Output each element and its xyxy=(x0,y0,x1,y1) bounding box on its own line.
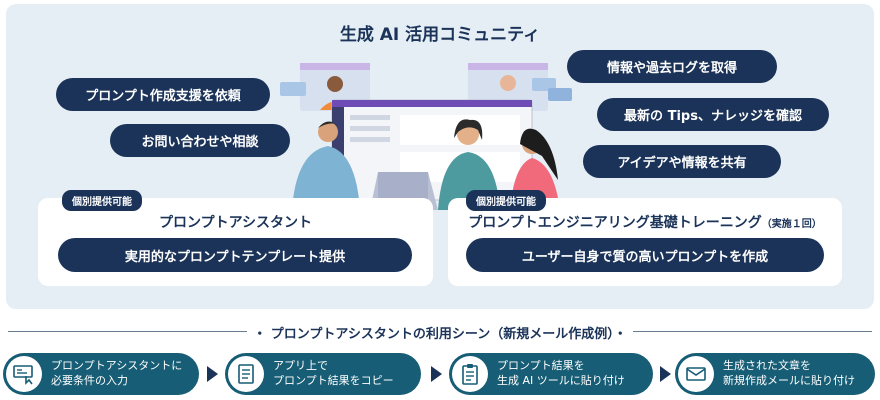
bubble-prompt-support: プロンプト作成支援を依頼 xyxy=(56,78,270,111)
usage-scene-title-text: ・ プロンプトアシスタントの利用シーン（新規メール作成例）・ xyxy=(247,327,633,342)
flow-arrow-icon xyxy=(431,366,442,382)
usage-scene-title: ・ プロンプトアシスタントの利用シーン（新規メール作成例）・ xyxy=(0,323,880,342)
flow-step-text: プロンプト結果を 生成 AI ツールに貼り付け xyxy=(497,359,625,387)
clipboard-paste-icon xyxy=(452,356,488,392)
flow-divider-right xyxy=(626,331,872,332)
document-copy-icon xyxy=(228,356,264,392)
prompt-training-card: プロンプトエンジニアリング基礎トレーニング（実施１回） ユーザー自身で質の高いプ… xyxy=(448,198,842,286)
flow-step-text: プロンプトアシスタントに 必要条件の入力 xyxy=(51,359,183,387)
prompt-training-title-text: プロンプトエンジニアリング基礎トレーニング xyxy=(468,215,762,231)
flow-step-paste-to-ai: プロンプト結果を 生成 AI ツールに貼り付け xyxy=(449,353,653,395)
bubble-get-logs: 情報や過去ログを取得 xyxy=(567,50,777,83)
form-input-icon xyxy=(6,356,42,392)
flow-step-paste-to-mail: 生成された文章を 新規作成メールに貼り付け xyxy=(675,353,875,395)
flow-arrow-icon xyxy=(207,366,218,382)
flow-step-copy-result: アプリ上で プロンプト結果をコピー xyxy=(225,353,421,395)
individual-availability-badge: 個別提供可能 xyxy=(62,190,142,211)
self-prompt-creation-pill: ユーザー自身で質の高いプロンプトを作成 xyxy=(466,238,824,272)
individual-availability-badge: 個別提供可能 xyxy=(466,190,546,211)
template-provision-pill: 実用的なプロンプトテンプレート提供 xyxy=(58,238,412,272)
page-title: 生成 AI 活用コミュニティ xyxy=(339,25,541,45)
flow-step-input-requirements: プロンプトアシスタントに 必要条件の入力 xyxy=(3,353,199,395)
prompt-training-title: プロンプトエンジニアリング基礎トレーニング（実施１回） xyxy=(448,212,842,232)
team-meeting-illustration xyxy=(280,63,572,210)
flow-step-text: 生成された文章を 新規作成メールに貼り付け xyxy=(723,359,855,387)
prompt-assistant-title: プロンプトアシスタント xyxy=(158,215,313,231)
flow-arrow-icon xyxy=(660,366,671,382)
bubble-tips: 最新の Tips、ナレッジを確認 xyxy=(597,98,829,131)
bubble-inquiry: お問い合わせや相談 xyxy=(110,124,290,157)
flow-divider-left xyxy=(8,331,248,332)
flow-step-text: アプリ上で プロンプト結果をコピー xyxy=(273,359,394,387)
bubble-share-ideas: アイデアや情報を共有 xyxy=(583,145,781,178)
mail-icon xyxy=(678,356,714,392)
training-session-note: （実施１回） xyxy=(761,219,822,230)
prompt-assistant-card: プロンプトアシスタント 実用的なプロンプトテンプレート提供 xyxy=(38,198,433,286)
